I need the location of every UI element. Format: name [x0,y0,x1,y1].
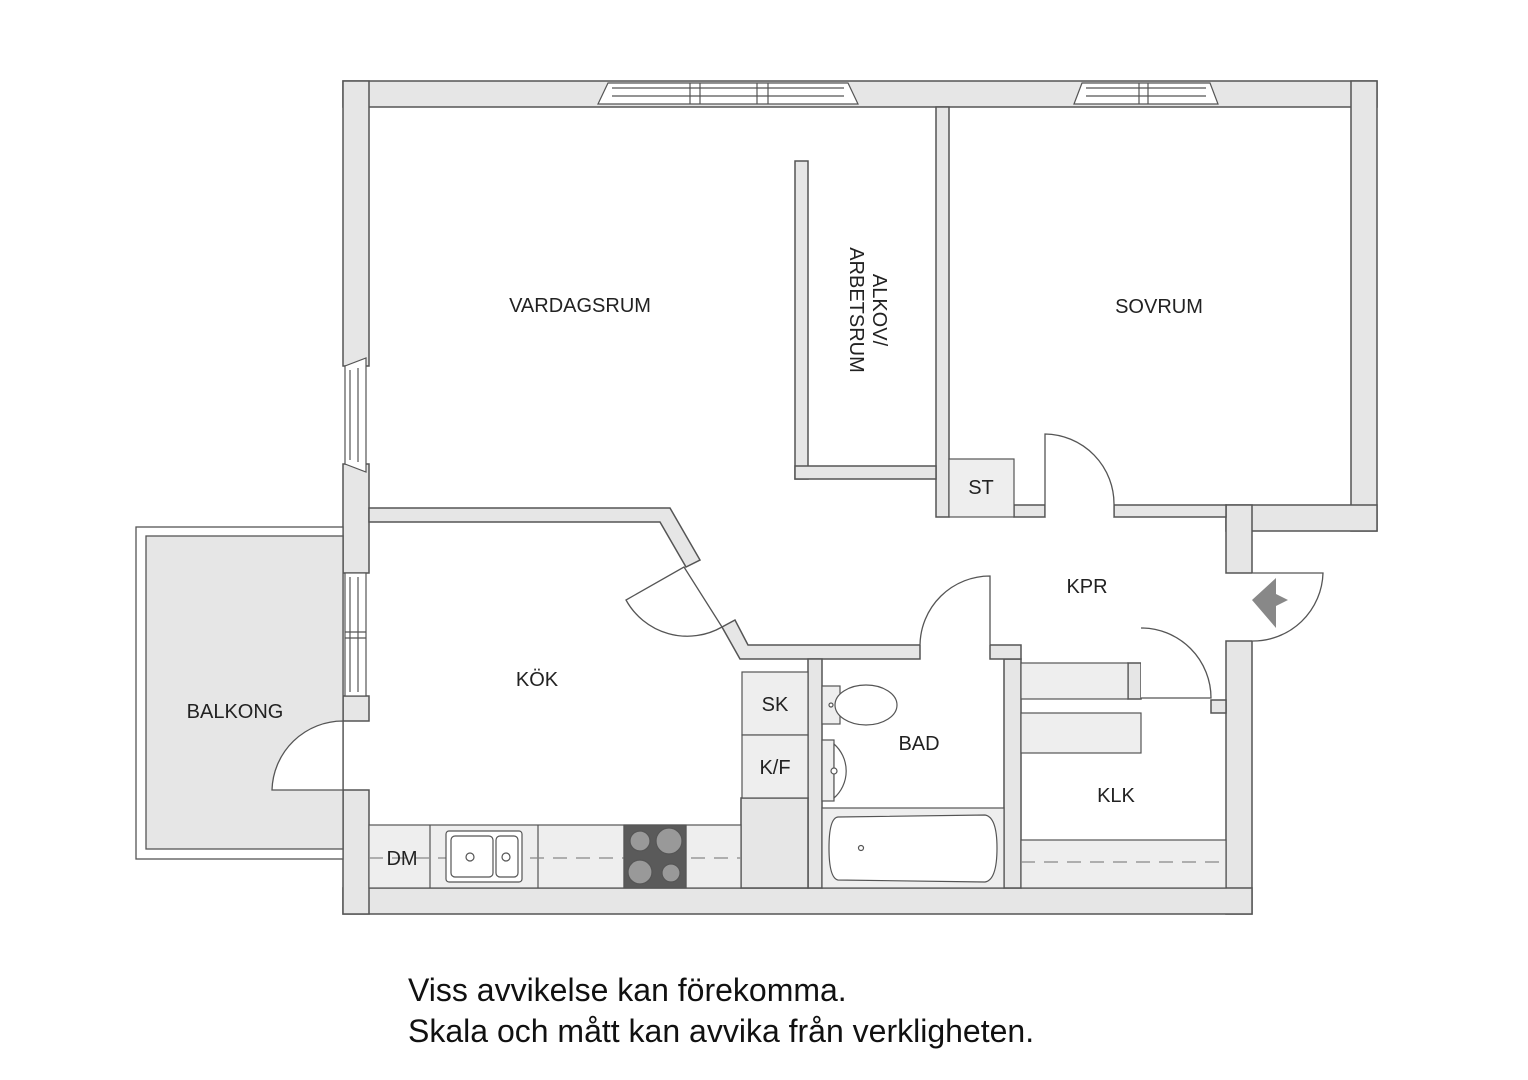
bathtub-icon [821,807,1005,889]
label-dm: DM [386,848,417,870]
disclaimer-line-2: Skala och mått kan avvika från verklighe… [408,1013,1035,1049]
label-kpr: KPR [1066,576,1107,598]
label-alkov-line1: ALKOV/ [868,274,890,347]
label-klk: KLK [1097,785,1135,807]
balcony [135,526,344,860]
storage [741,458,1227,889]
door-bathroom[interactable] [919,575,991,646]
label-alkov-line2: ARBETSRUM [845,247,867,373]
window-left-living [344,357,367,473]
door-kitchen[interactable] [625,566,723,637]
label-kf: K/F [759,757,790,779]
door-balcony[interactable] [271,720,344,791]
label-kok: KÖK [516,669,559,691]
window-top-living [597,82,859,105]
label-sk: SK [762,694,789,716]
door-closet[interactable] [1140,627,1212,699]
sink-icon [445,830,523,883]
entrance-arrow-icon [1252,578,1288,628]
window-top-bedroom [1073,82,1219,105]
toilet-icon [821,684,898,726]
washbasin-icon [821,739,847,802]
label-bad: BAD [898,733,939,755]
label-st: ST [968,477,994,499]
outer-walls [342,80,1378,915]
bathroom-fixtures [821,684,1005,889]
label-balkong: BALKONG [187,701,284,723]
door-bedroom[interactable] [1044,433,1115,517]
kitchen-counter [368,824,742,889]
window-left-kitchen [344,572,367,697]
windows [344,82,1219,697]
label-sovrum: SOVRUM [1115,296,1203,318]
label-vardagsrum: VARDAGSRUM [509,295,651,317]
stove-icon [623,824,687,889]
interior-walls [368,106,1227,889]
disclaimer-line-1: Viss avvikelse kan förekomma. [408,972,847,1008]
